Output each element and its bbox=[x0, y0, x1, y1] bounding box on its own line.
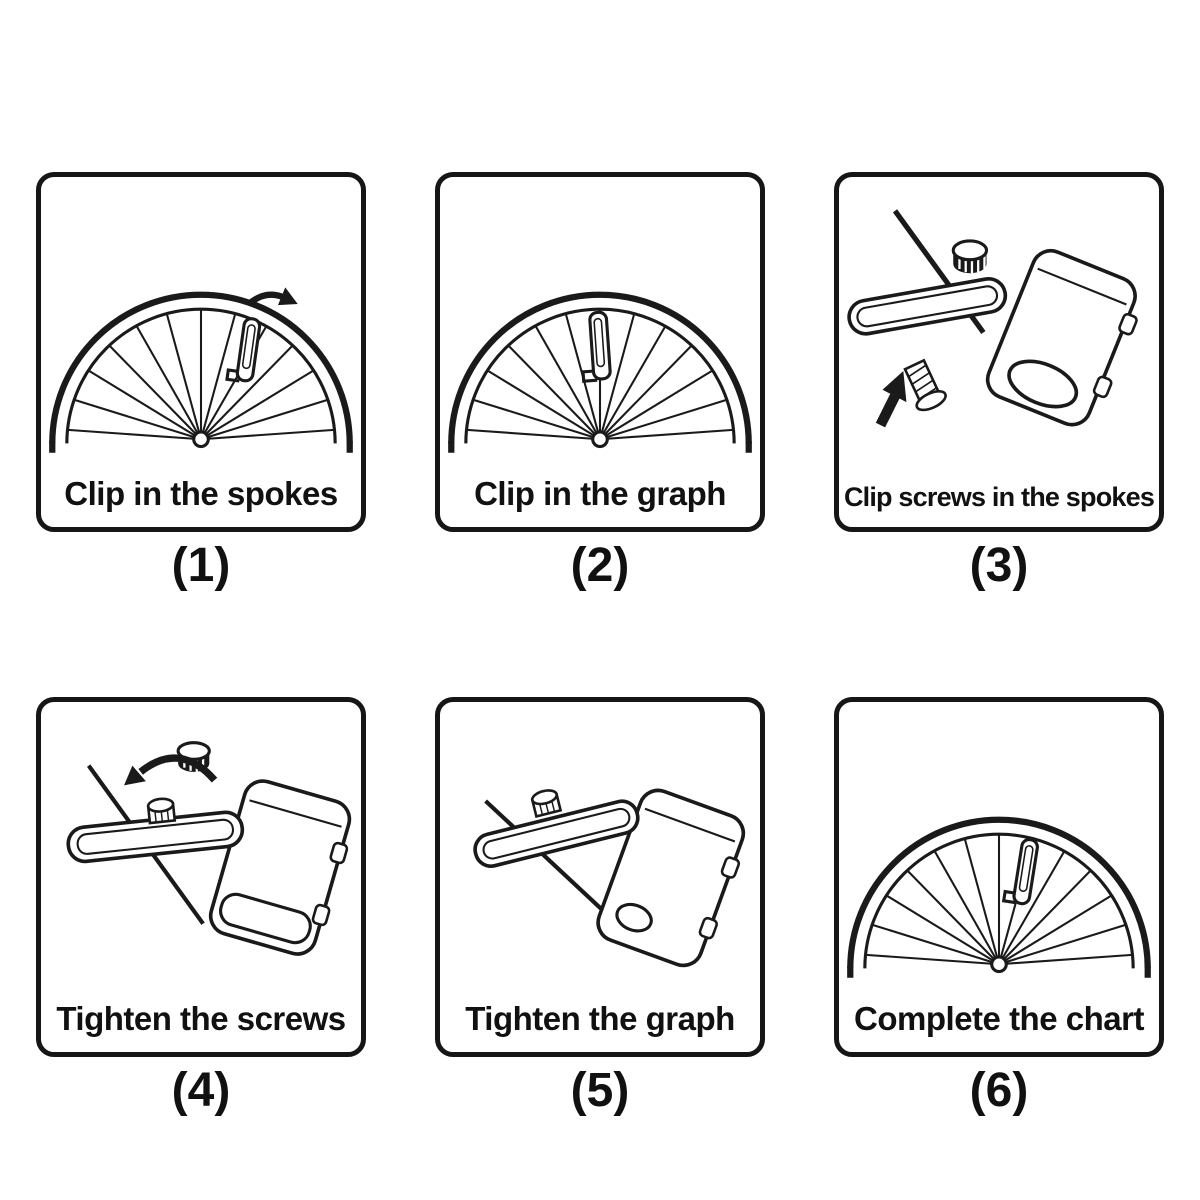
panel-6-box: Complete the chart bbox=[834, 697, 1164, 1057]
panel-5-box: Tighten the graph bbox=[435, 697, 765, 1057]
spoke-rod bbox=[484, 799, 612, 919]
panel-4-illustration bbox=[41, 702, 361, 1000]
device-body bbox=[985, 248, 1138, 427]
panel-5: Tighten the graph (5) bbox=[435, 697, 765, 1200]
panel-1-caption: Clip in the spokes bbox=[64, 475, 338, 512]
sensor-clip-icon bbox=[581, 310, 612, 383]
up-arrow-icon bbox=[875, 370, 907, 428]
sensor-clip-icon bbox=[1001, 838, 1039, 906]
panel-4: Tighten the screws (4) bbox=[36, 697, 366, 1200]
panel-3-number: (3) bbox=[969, 539, 1029, 592]
panel-4-number: (4) bbox=[171, 1064, 231, 1117]
panel-3-caption: Clip screws in the spokes bbox=[843, 482, 1155, 512]
sensor-clip-icon bbox=[225, 317, 262, 383]
panel-2-illustration bbox=[440, 177, 760, 475]
spoke-clip bbox=[847, 277, 1008, 336]
clip-nut-icon bbox=[146, 797, 177, 825]
panel-2-number: (2) bbox=[570, 539, 630, 592]
screw-icon bbox=[903, 358, 947, 412]
panel-5-illustration bbox=[440, 702, 760, 1000]
panel-2-caption: Clip in the graph bbox=[474, 475, 726, 512]
panel-6-illustration bbox=[839, 702, 1159, 1000]
panel-3-box: Clip screws in the spokes bbox=[834, 172, 1164, 532]
panel-1: Clip in the spokes (1) bbox=[36, 172, 366, 675]
panel-2-box: Clip in the graph bbox=[435, 172, 765, 532]
panel-3: Clip screws in the spokes (3) bbox=[834, 172, 1164, 675]
panel-6-number: (6) bbox=[969, 1064, 1029, 1117]
rotate-arrow-icon bbox=[124, 754, 218, 786]
nut-icon bbox=[951, 239, 989, 274]
panel-6: Complete the chart (6) bbox=[834, 697, 1164, 1200]
panel-2: Clip in the graph (2) bbox=[435, 172, 765, 675]
panel-5-caption: Tighten the graph bbox=[465, 1000, 735, 1037]
device-body bbox=[208, 779, 352, 956]
panel-3-illustration bbox=[839, 177, 1159, 482]
panel-6-caption: Complete the chart bbox=[854, 1000, 1144, 1037]
insert-arrow-icon bbox=[247, 287, 298, 306]
panel-5-number: (5) bbox=[570, 1064, 630, 1117]
panel-1-number: (1) bbox=[171, 539, 231, 592]
panel-1-illustration bbox=[41, 177, 361, 475]
panel-1-box: Clip in the spokes bbox=[36, 172, 366, 532]
clip-nut-icon bbox=[530, 789, 563, 818]
device-body bbox=[596, 788, 746, 968]
spoke-clip bbox=[473, 799, 640, 868]
panel-4-box: Tighten the screws bbox=[36, 697, 366, 1057]
panel-4-caption: Tighten the screws bbox=[56, 1000, 346, 1037]
